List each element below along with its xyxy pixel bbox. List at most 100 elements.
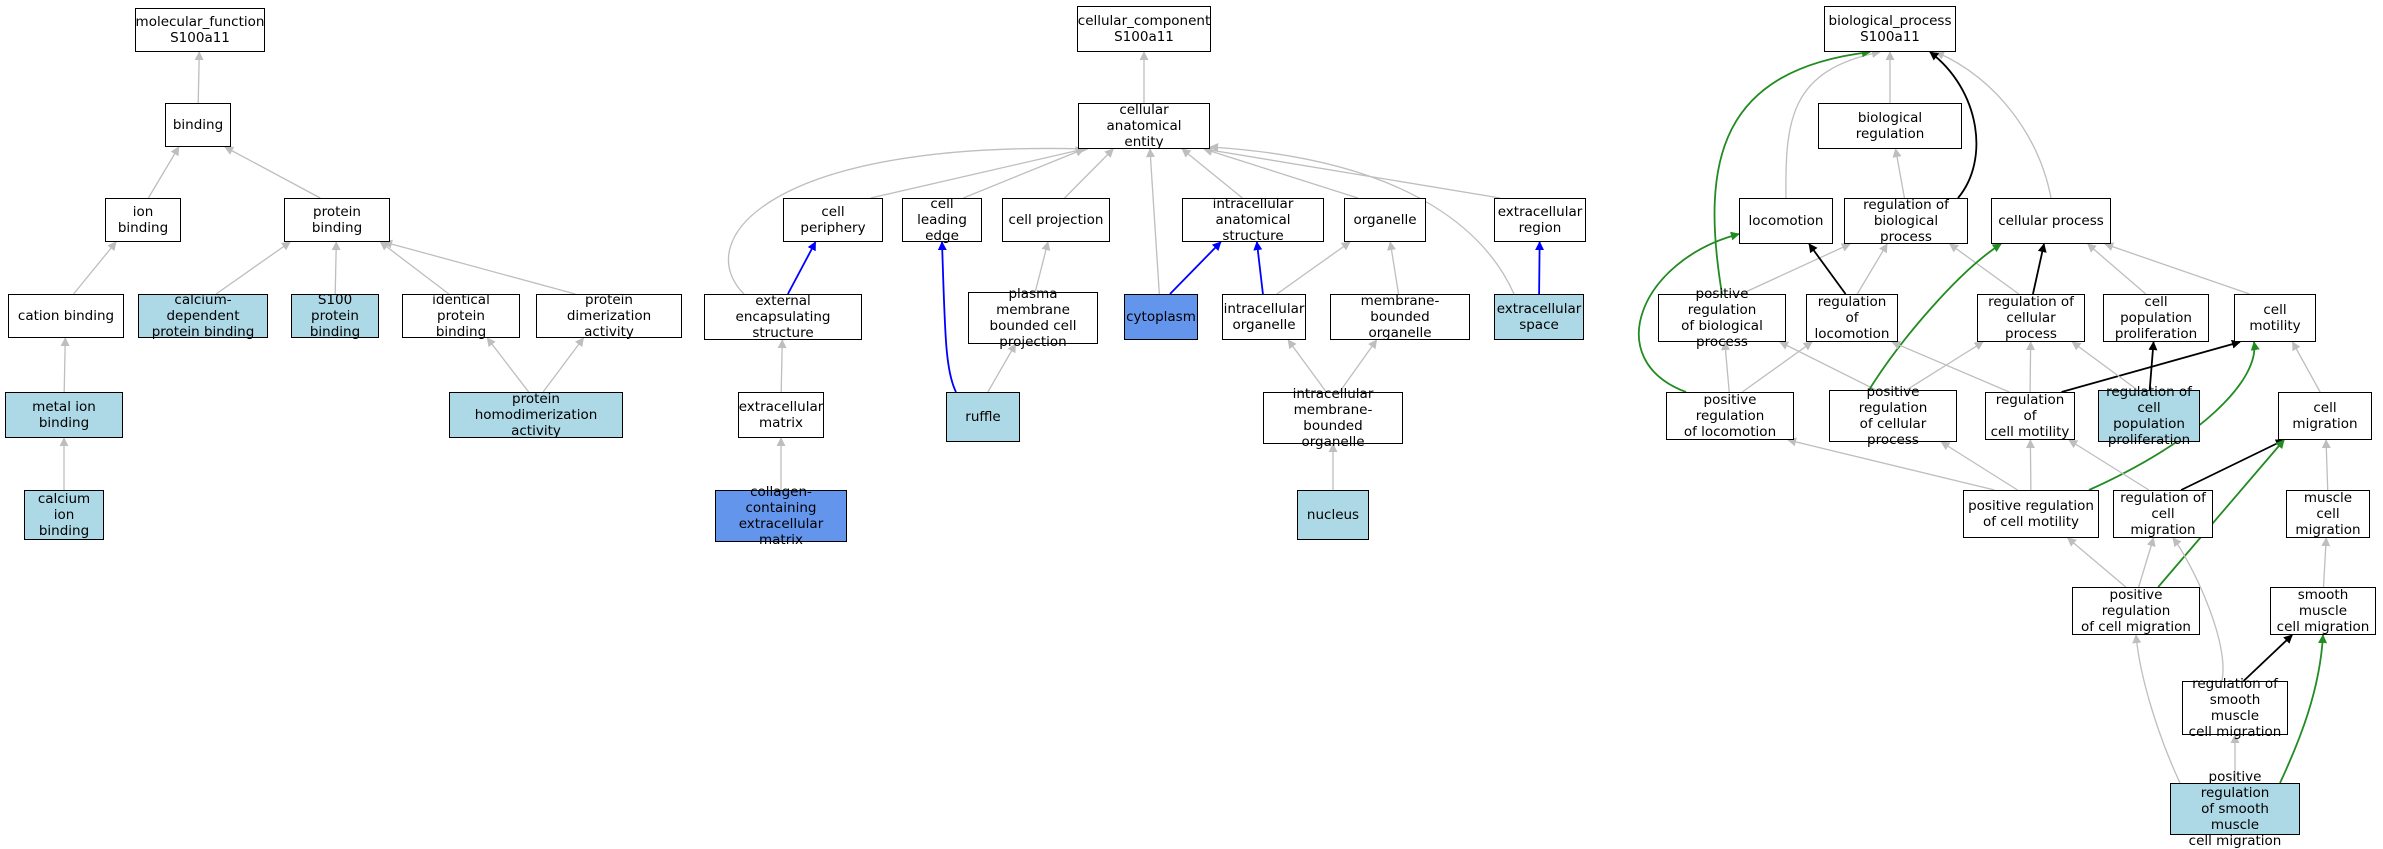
edge-rcm-to-rcp — [2026, 341, 2036, 393]
node-binding[interactable]: binding — [165, 103, 231, 147]
node-intracellular-anatomical-structure[interactable]: intracellular anatomical structure — [1182, 196, 1324, 244]
edge-prbp-to-bp — [1713, 48, 1871, 295]
node-cell-projection[interactable]: cell projection — [1002, 198, 1110, 242]
node-extracellular-matrix[interactable]: extracellular matrix — [738, 392, 824, 438]
edge-binding-to-mf — [194, 51, 204, 104]
node-locomotion[interactable]: locomotion — [1739, 198, 1833, 244]
edge-ias-to-cae — [1181, 148, 1243, 199]
edge-imbo-to-mbo — [1339, 339, 1378, 393]
edge-protb-to-binding — [224, 146, 321, 199]
node-cell-periphery[interactable]: cell periphery — [783, 198, 883, 242]
node-molecular-function-root[interactable]: molecular_function S100a11 — [135, 8, 265, 52]
edge-mcm-to-cmig — [2321, 439, 2331, 491]
edge-pmb-to-cproj — [1034, 241, 1051, 293]
node-positive-regulation-of-cell-migration[interactable]: positive regulation of cell migration — [2072, 587, 2200, 635]
edge-ruffle-to-pmb — [987, 343, 1017, 393]
node-collagen-containing-extracellular-matrix[interactable]: collagen-containing extracellular matrix — [715, 484, 847, 548]
node-biological-process-root[interactable]: biological_process S100a11 — [1824, 6, 1956, 52]
edge-rbp-to-breg — [1892, 148, 1906, 199]
edge-catb-to-ionb — [73, 241, 117, 295]
node-protein-dimerization-activity[interactable]: protein dimerization activity — [536, 292, 682, 340]
node-organelle[interactable]: organelle — [1344, 198, 1426, 242]
node-protein-homodimerization-activity[interactable]: protein homodimerization activity — [449, 391, 623, 439]
node-positive-regulation-of-biological-process[interactable]: positive regulation of biological proces… — [1658, 286, 1786, 350]
edge-s100-to-protb — [331, 241, 341, 295]
node-regulation-of-cell-migration[interactable]: regulation of cell migration — [2113, 490, 2213, 538]
node-nucleus[interactable]: nucleus — [1297, 490, 1369, 540]
edge-rcpp-to-rcp — [2071, 341, 2138, 391]
edge-mbo-to-org — [1387, 241, 1400, 295]
node-positive-regulation-of-locomotion[interactable]: positive regulation of locomotion — [1666, 392, 1794, 440]
node-calcium-ion-binding[interactable]: calcium ion binding — [24, 490, 104, 540]
node-cell-migration[interactable]: cell migration — [2278, 392, 2372, 440]
node-cellular-anatomical-entity[interactable]: cellular anatomical entity — [1078, 102, 1210, 150]
node-smooth-muscle-cell-migration[interactable]: smooth muscle cell migration — [2270, 587, 2376, 635]
node-cation-binding[interactable]: cation binding — [8, 294, 124, 338]
edge-rsmcm-to-smcm — [2242, 634, 2293, 682]
edge-exreg-to-cae — [1203, 145, 1501, 199]
node-metal-ion-binding[interactable]: metal ion binding — [5, 392, 123, 438]
edge-prcp-to-rcp — [1906, 341, 1984, 391]
node-cellular-process[interactable]: cellular process — [1991, 198, 2111, 244]
edge-smcm-to-mcm — [2321, 537, 2331, 588]
edge-cmig-to-cmot — [2291, 341, 2321, 393]
node-identical-protein-binding[interactable]: identical protein binding — [402, 292, 520, 340]
edge-cle-to-cae — [963, 147, 1085, 199]
node-ion-binding[interactable]: ion binding — [105, 198, 181, 242]
node-intracellular-membrane-bounded-organelle[interactable]: intracellular membrane-bounded organelle — [1263, 386, 1403, 450]
edge-prcp-to-prbp — [1779, 341, 1877, 391]
node-intracellular-organelle[interactable]: intracellular organelle — [1222, 294, 1306, 340]
node-external-encapsulating-structure[interactable]: external encapsulating structure — [704, 293, 862, 341]
node-regulation-of-locomotion[interactable]: regulation of locomotion — [1806, 294, 1898, 342]
edge-ees-to-cper — [787, 241, 817, 295]
edge-homodim-to-identp — [486, 337, 530, 393]
node-biological-regulation[interactable]: biological regulation — [1818, 103, 1962, 149]
edge-homodim-to-protdim — [542, 337, 584, 393]
node-cell-population-proliferation[interactable]: cell population proliferation — [2103, 294, 2209, 342]
edge-metal-to-catb — [60, 337, 70, 393]
node-positive-regulation-of-cellular-process[interactable]: positive regulation of cellular process — [1829, 384, 1957, 448]
edge-rcp-to-rbp — [1949, 243, 2020, 295]
edge-cyto-to-cae — [1145, 148, 1160, 295]
node-positive-regulation-of-cell-motility[interactable]: positive regulation of cell motility — [1963, 490, 2099, 538]
node-cell-leading-edge[interactable]: cell leading edge — [902, 196, 982, 244]
edge-ionb-to-binding — [147, 146, 180, 199]
edge-iorg-to-org — [1276, 241, 1351, 295]
edge-cper-to-cae — [870, 146, 1085, 199]
node-regulation-of-cell-motility[interactable]: regulation of cell motility — [1985, 392, 2075, 440]
node-ruffle[interactable]: ruffle — [946, 392, 1020, 442]
edge-rcpp-to-cpp — [2148, 341, 2158, 391]
node-protein-binding[interactable]: protein binding — [284, 198, 390, 242]
node-extracellular-space[interactable]: extracellular space — [1494, 294, 1584, 340]
edge-rloco-to-loco — [1808, 243, 1847, 295]
node-plasma-membrane-bounded-cell-projection[interactable]: plasma membrane bounded cell projection — [968, 286, 1098, 350]
node-membrane-bounded-organelle[interactable]: membrane-bounded organelle — [1330, 293, 1470, 341]
edge-iorg-to-ias — [1253, 241, 1264, 295]
node-regulation-of-cellular-process[interactable]: regulation of cellular process — [1977, 294, 2085, 342]
edge-identp-to-protb — [379, 241, 450, 295]
edge-cadep-to-protb — [215, 241, 291, 295]
node-muscle-cell-migration[interactable]: muscle cell migration — [2286, 490, 2370, 538]
edge-rcp-to-cellp — [2032, 243, 2047, 295]
edge-ruffle-to-cle — [937, 241, 957, 393]
edge-protdim-to-protb — [383, 239, 576, 295]
edge-cyto-to-ias — [1169, 241, 1222, 295]
edge-org-to-cae — [1203, 147, 1359, 199]
node-positive-regulation-of-smooth-muscle-cell-migration[interactable]: positive regulation of smooth muscle cel… — [2170, 769, 2300, 849]
node-calcium-dependent-protein-binding[interactable]: calcium-dependent protein binding — [138, 292, 268, 340]
node-regulation-of-smooth-muscle-cell-migration[interactable]: regulation of smooth muscle cell migrati… — [2182, 676, 2288, 740]
node-regulation-of-cell-population-proliferation[interactable]: regulation of cell population proliferat… — [2098, 384, 2200, 448]
edge-rcmig-to-cmig — [2180, 439, 2285, 491]
node-cell-motility[interactable]: cell motility — [2234, 294, 2316, 342]
edge-prsmcm-to-prcmig — [2132, 634, 2181, 784]
edge-rloco-to-rbp — [1856, 243, 1888, 295]
node-s100-protein-binding[interactable]: S100 protein binding — [291, 292, 379, 340]
edge-cmot-to-cellp — [2104, 242, 2250, 295]
node-regulation-of-biological-process[interactable]: regulation of biological process — [1844, 197, 1968, 245]
node-cellular-component-root[interactable]: cellular_component S100a11 — [1077, 6, 1211, 52]
edge-prcmig-to-rcmig — [2138, 537, 2156, 588]
node-cytoplasm[interactable]: cytoplasm — [1124, 294, 1198, 340]
node-extracellular-region[interactable]: extracellular region — [1494, 198, 1586, 242]
edge-prcm-to-rcm — [2025, 439, 2035, 491]
